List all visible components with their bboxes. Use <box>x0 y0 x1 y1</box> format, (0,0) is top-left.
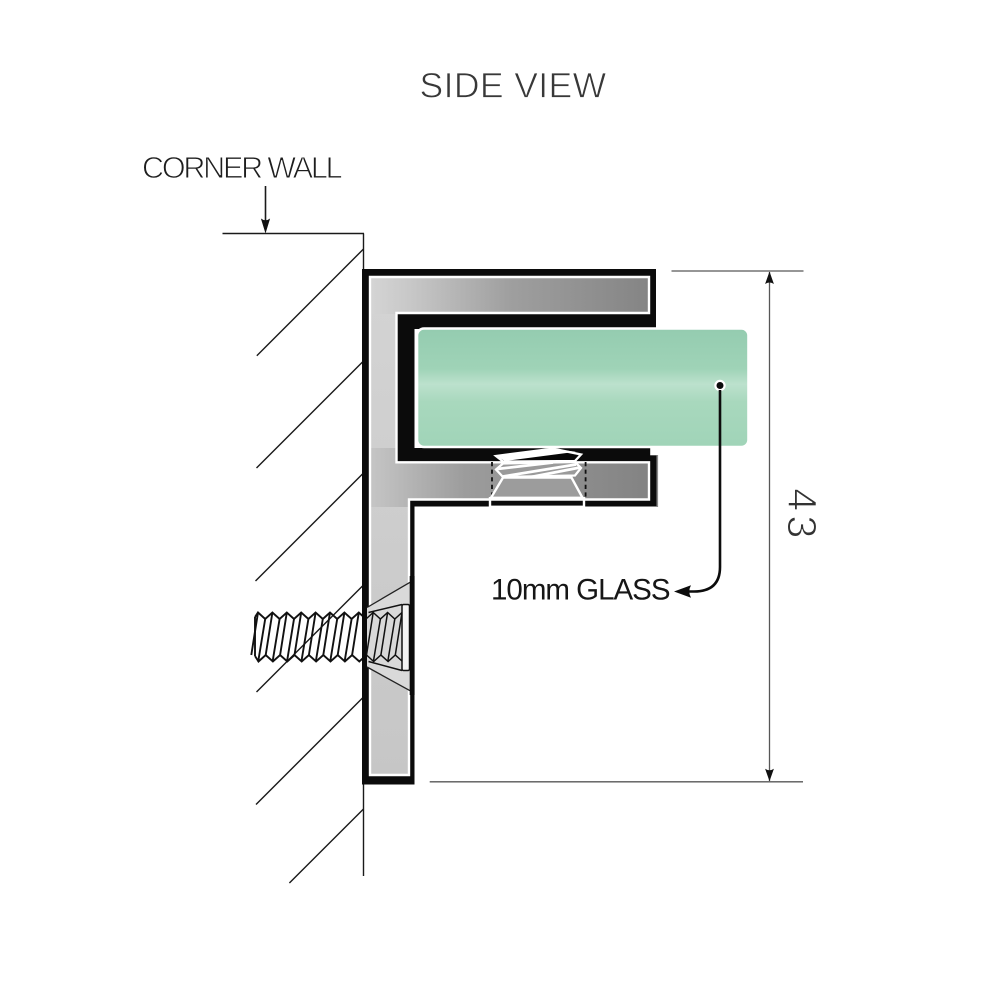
svg-text:10mm GLASS: 10mm GLASS <box>491 574 670 607</box>
svg-text:43: 43 <box>779 488 825 542</box>
svg-text:SIDE VIEW: SIDE VIEW <box>420 66 607 106</box>
svg-text:CORNER WALL: CORNER WALL <box>142 151 342 185</box>
